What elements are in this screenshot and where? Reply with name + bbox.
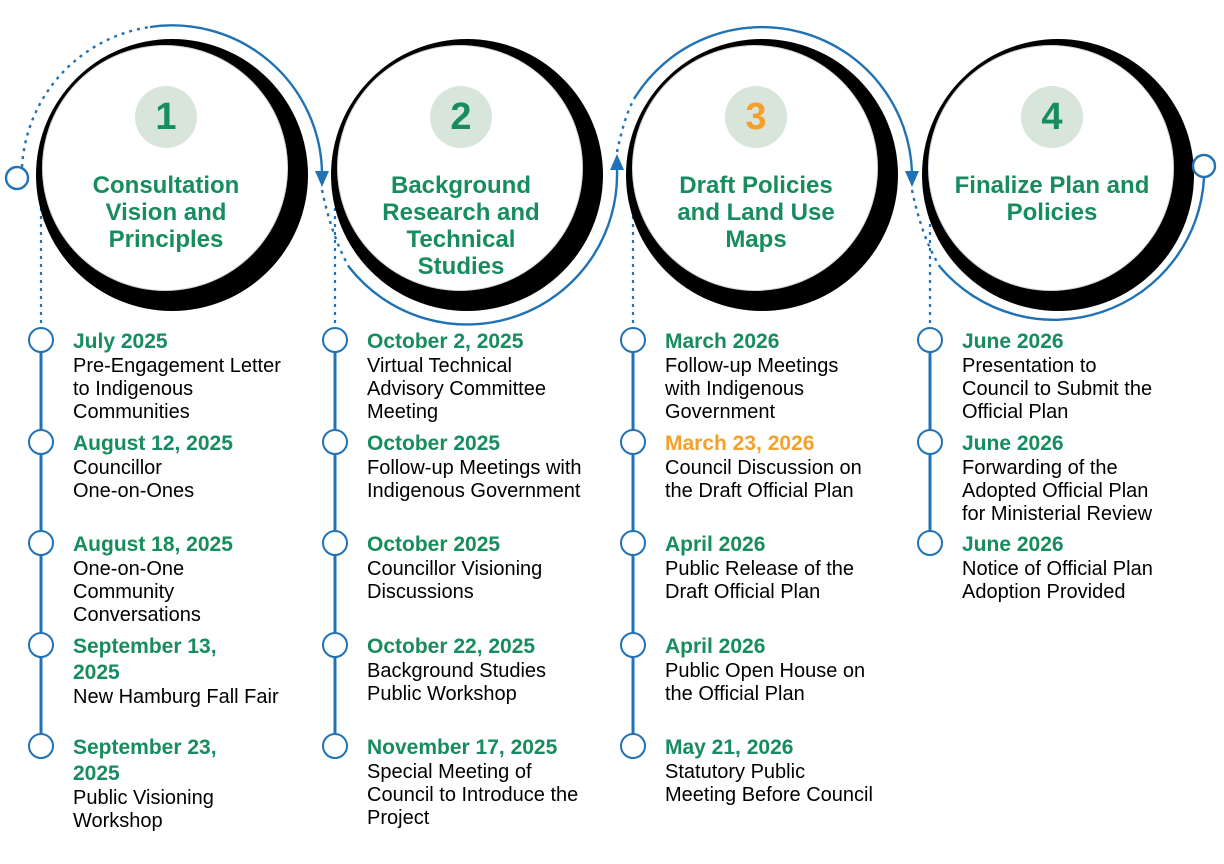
milestone-node bbox=[322, 428, 348, 455]
milestone-date: June 2026 bbox=[962, 533, 1064, 557]
milestone-description: New Hamburg Fall Fair bbox=[73, 685, 279, 708]
milestone-date: August 12, 2025 bbox=[73, 431, 233, 455]
milestone-node bbox=[28, 631, 54, 658]
milestone-node bbox=[28, 327, 54, 353]
milestone-date: November 17, 2025 bbox=[367, 736, 558, 760]
phase-title: Consultation Vision and Principles bbox=[92, 172, 240, 253]
milestone-date: April 2026 bbox=[665, 533, 766, 557]
phase-number: 2 bbox=[450, 96, 472, 138]
milestone-date: September 13, 2025 bbox=[73, 634, 217, 684]
phase-number: 4 bbox=[1041, 96, 1063, 138]
milestone-date: May 21, 2026 bbox=[665, 736, 794, 760]
milestone-node bbox=[917, 530, 943, 557]
milestone-node bbox=[620, 733, 646, 760]
milestone-date: April 2026 bbox=[665, 634, 766, 658]
milestone-date: March 23, 2026 bbox=[665, 431, 815, 455]
phase-number-badge: 4 bbox=[1021, 86, 1083, 148]
milestone-description: Virtual Technical Advisory Committee Mee… bbox=[367, 355, 546, 423]
milestone-node bbox=[620, 428, 646, 455]
milestone-date: August 18, 2025 bbox=[73, 533, 233, 557]
milestone-node bbox=[28, 428, 54, 455]
milestone-date: March 2026 bbox=[665, 330, 780, 353]
milestone-description: Forwarding of the Adopted Official Plan … bbox=[962, 456, 1153, 525]
milestone-date: July 2025 bbox=[73, 330, 168, 353]
milestone-description: Follow-up Meetings with Indigenous Gover… bbox=[367, 456, 582, 502]
milestone-node bbox=[620, 631, 646, 658]
milestone-node bbox=[917, 327, 943, 353]
milestone-description: Public Release of the Draft Official Pla… bbox=[665, 558, 855, 604]
milestone-date: October 2, 2025 bbox=[367, 330, 524, 353]
phase-number-badge: 2 bbox=[430, 86, 492, 148]
milestone-date: October 2025 bbox=[367, 431, 501, 455]
milestone-description: Special Meeting of Council to Introduce … bbox=[367, 761, 579, 830]
milestone-node bbox=[28, 530, 54, 557]
milestone-description: Presentation to Council to Submit the Of… bbox=[962, 355, 1153, 423]
milestone-node bbox=[28, 733, 54, 760]
milestone-node bbox=[322, 631, 348, 658]
milestone-node bbox=[322, 530, 348, 557]
milestone-node bbox=[322, 733, 348, 760]
milestone-description: One-on-One Community Conversations bbox=[73, 558, 201, 627]
milestone-date: October 2025 bbox=[367, 533, 501, 557]
milestone-description: Background Studies Public Workshop bbox=[367, 659, 547, 705]
milestone-description: Public Open House on the Official Plan bbox=[665, 659, 866, 705]
milestone-node bbox=[917, 428, 943, 455]
milestone-date: September 23, 2025 bbox=[73, 736, 217, 786]
milestone-date: June 2026 bbox=[962, 431, 1064, 455]
milestone-date: October 22, 2025 bbox=[367, 634, 536, 658]
milestone-description: Council Discussion on the Draft Official… bbox=[665, 456, 862, 502]
milestone-date: June 2026 bbox=[962, 330, 1064, 353]
milestone-description: Councillor Visioning Discussions bbox=[367, 558, 543, 604]
milestone-description: Statutory Public Meeting Before Council bbox=[665, 761, 873, 807]
milestone-node bbox=[620, 530, 646, 557]
milestone-description: Councillor One-on-Ones bbox=[73, 456, 195, 502]
milestone-node bbox=[322, 327, 348, 353]
milestone-description: Pre-Engagement Letter to Indigenous Comm… bbox=[73, 355, 281, 423]
milestone-description: Public Visioning Workshop bbox=[73, 787, 214, 833]
milestone-description: Notice of Official Plan Adoption Provide… bbox=[962, 558, 1153, 604]
milestone-description: Follow-up Meetings with Indigenous Gover… bbox=[665, 355, 839, 423]
phase-title: Draft Policies and Land Use Maps bbox=[677, 172, 835, 253]
milestone-node bbox=[620, 327, 646, 353]
